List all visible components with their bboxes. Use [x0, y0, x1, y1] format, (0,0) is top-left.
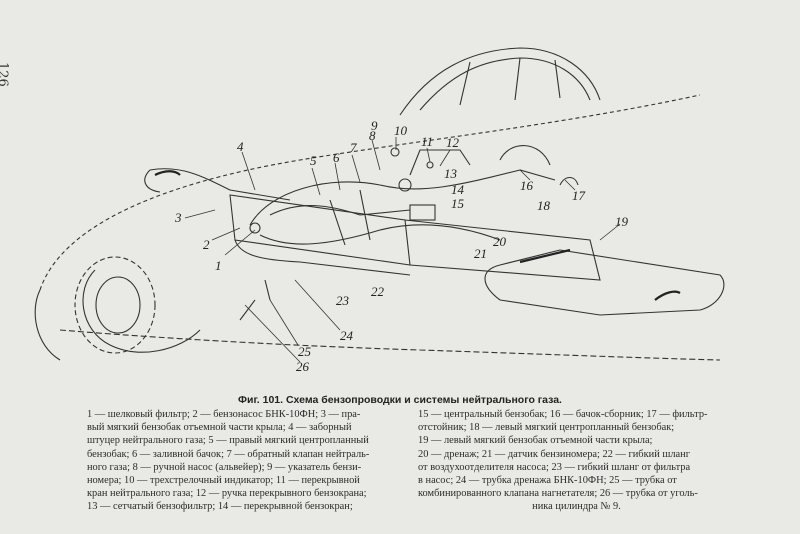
legend-line: 1 — шелковый фильтр; 2 — бензонасос БНК-… — [87, 409, 361, 420]
callout-9: 9 — [371, 118, 378, 133]
callout-5: 5 — [310, 153, 317, 168]
legend-line: ного газа; 8 — ручной насос (альвейер); … — [87, 461, 362, 473]
legend-line: ника цилиндра № 9. — [532, 501, 621, 513]
legend-line: отстойник; 18 — левый мягкий центропланн… — [418, 422, 675, 434]
callout-14: 14 — [451, 182, 465, 197]
callout-26: 26 — [296, 359, 310, 374]
callout-24: 24 — [340, 328, 354, 343]
callout-23: 23 — [336, 293, 350, 308]
legend-line: вый мягкий бензобак отъемной части крыла… — [87, 422, 352, 434]
legend-left-column: 1 — шелковый фильтр; 2 — бензонасос БНК-… — [87, 408, 402, 514]
legend-right-column: 15 — центральный бензобак; 16 — бачок-сб… — [418, 408, 735, 514]
callout-18: 18 — [537, 198, 551, 213]
callout-11: 11 — [421, 134, 433, 149]
legend-line: от воздухоотделителя насоса; 23 — гибкий… — [418, 461, 691, 473]
legend-line: 20 — дренаж; 21 — датчик бензиномера; 22… — [418, 448, 690, 460]
callout-15: 15 — [451, 196, 465, 211]
callout-17: 17 — [572, 188, 586, 203]
callout-1: 1 — [215, 258, 222, 273]
fuel-system-diagram: 4 5 6 7 8 9 10 11 12 13 14 15 16 17 18 1… — [34, 47, 725, 374]
callout-4: 4 — [237, 139, 244, 154]
callout-7: 7 — [350, 140, 357, 155]
callout-12: 12 — [446, 135, 460, 150]
legend-line: номера; 10 — трехстрелочный индикатор; 1… — [87, 475, 360, 487]
legend-line: 19 — левый мягкий бензобак отъемной част… — [418, 435, 653, 447]
callout-3: 3 — [174, 210, 182, 225]
callout-8: 8 — [369, 128, 376, 143]
callout-2: 2 — [203, 237, 210, 252]
callout-25: 25 — [298, 344, 312, 359]
callout-21: 21 — [474, 246, 487, 261]
legend-line: комбинированного клапана нагнетателя; 26… — [418, 488, 698, 500]
legend-line: штуцер нейтрального газа; 5 — правый мяг… — [87, 435, 369, 447]
callout-16: 16 — [520, 178, 534, 193]
legend-line: бензобак; 6 — заливной бачок; 7 — обратн… — [87, 448, 370, 460]
callout-13: 13 — [444, 166, 458, 181]
callout-22: 22 — [371, 284, 385, 299]
callout-6: 6 — [333, 150, 340, 165]
callout-19: 19 — [615, 214, 629, 229]
legend-line: 15 — центральный бензобак; 16 — бачок-сб… — [418, 409, 708, 420]
legend-line: в насос; 24 — трубка дренажа БНК-10ФН; 2… — [418, 475, 677, 487]
legend-line: 13 — сетчатый бензофильтр; 14 — перекрыв… — [87, 501, 353, 513]
legend-line: кран нейтрального газа; 12 — ручка перек… — [87, 488, 367, 500]
callout-20: 20 — [493, 234, 507, 249]
callout-10: 10 — [394, 123, 408, 138]
figure-caption: Фиг. 101. Схема бензопроводки и системы … — [238, 394, 562, 406]
